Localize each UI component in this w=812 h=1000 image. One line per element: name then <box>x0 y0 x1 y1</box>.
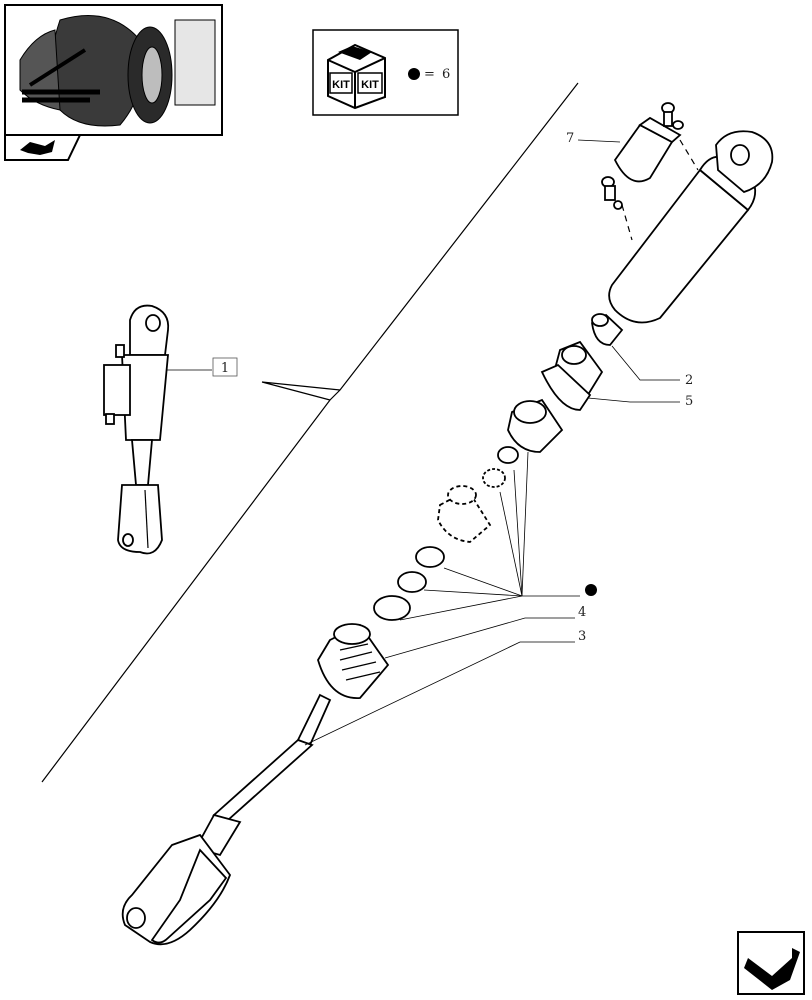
leader-3 <box>304 641 575 746</box>
callout-1: 1 <box>221 361 229 376</box>
dashed-mount-line-2 <box>679 139 699 171</box>
callout-3: 3 <box>578 629 586 644</box>
o-ring-small-1 <box>497 446 519 464</box>
o-ring-1 <box>415 546 445 568</box>
kit-number: 6 <box>442 67 450 82</box>
o-ring-small-2 <box>482 468 506 488</box>
dashed-sleeve-part <box>437 485 492 543</box>
kit-box-icon <box>327 43 386 110</box>
book-thumbnail-icon[interactable] <box>4 134 82 161</box>
seal-kit-bullet-icon <box>585 584 597 596</box>
callout-2: 2 <box>685 373 693 388</box>
leader-5 <box>587 397 680 403</box>
o-ring-3 <box>373 595 411 621</box>
callout-7: 7 <box>566 131 574 146</box>
piston-part <box>591 313 624 346</box>
assembled-cylinder-drawing[interactable] <box>103 304 170 555</box>
leader-7 <box>577 139 621 143</box>
kit-legend-box: KIT KIT = 6 <box>312 29 459 116</box>
o-ring-2 <box>397 571 427 593</box>
next-page-arrow-icon[interactable] <box>737 931 805 995</box>
seal-kit-leaders <box>399 451 580 621</box>
kit-bullet-icon <box>408 68 420 80</box>
assembly-bracket-line <box>261 381 341 401</box>
leader-2 <box>611 345 680 381</box>
callout-5: 5 <box>685 394 693 409</box>
piston-rod-part <box>121 693 332 946</box>
kit-label-right: KIT <box>361 79 379 91</box>
callout-4: 4 <box>578 605 586 620</box>
seal-sleeve-part <box>507 398 564 453</box>
kit-label-left: KIT <box>332 79 350 91</box>
dashed-mount-line-1 <box>621 204 633 241</box>
gland-part <box>317 623 390 699</box>
valve-block <box>601 102 684 210</box>
kit-equals: = <box>424 67 435 82</box>
leader-4 <box>384 617 575 659</box>
tractor-thumbnail[interactable] <box>4 4 223 136</box>
cylinder-body <box>608 130 774 324</box>
tractor-wheel-drawing <box>19 15 216 127</box>
callout-box-1 <box>212 357 238 377</box>
separator-line <box>41 82 579 783</box>
bushing-part <box>540 340 604 411</box>
